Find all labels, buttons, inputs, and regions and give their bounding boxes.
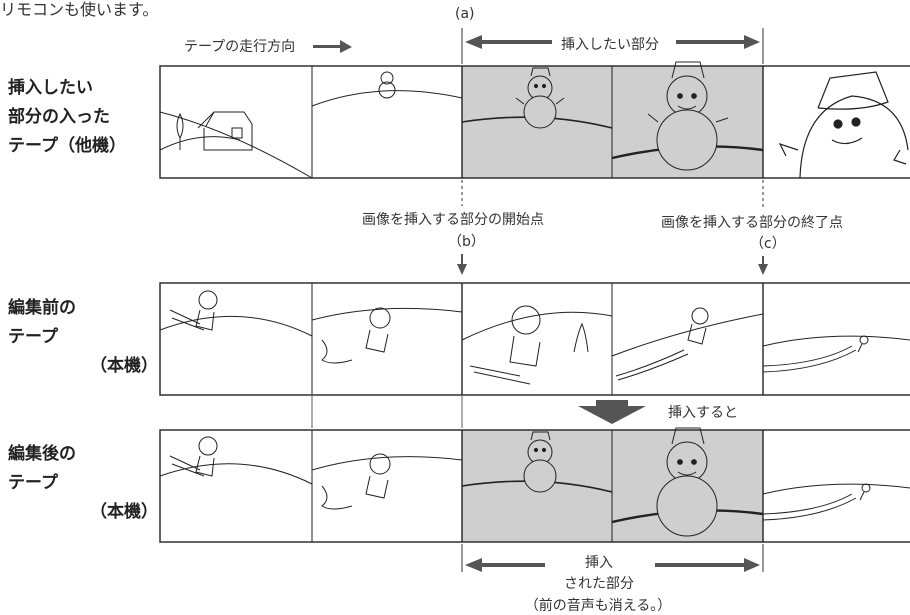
source-tape-label-line1: 挿入したい [8,78,93,98]
insert-span-arrow [461,28,764,64]
marker-c-arrow-icon [758,256,768,275]
source-tape-strip [159,61,910,179]
insert-section-label: 挿入したい部分 [557,34,663,54]
marker-a: (a) [455,6,475,22]
marker-b-arrow-icon [457,254,467,275]
after-insert-label: 挿入すると [668,405,738,421]
inserted-section-line3: （前の音声も消える。） [524,598,672,614]
inserted-section-line2: された部分 [564,576,634,592]
before-tape-label-line1: 編集前の [8,298,76,318]
insert-start-point-label: 画像を挿入する部分の開始点 [362,212,544,228]
after-tape-strip [159,427,910,543]
marker-b: （b） [448,234,485,250]
intro-text: リモコンも使います。 [0,0,159,19]
frame-snowman-large [778,71,909,179]
insert-down-arrow-icon [578,400,646,424]
before-tape-strip [159,282,910,396]
after-tape-label-line3: （本機） [90,502,158,522]
insert-end-point-label: 画像を挿入する部分の終了点 [661,215,843,231]
before-tape-label-line2: テープ [8,327,58,347]
marker-c: （c） [750,236,786,252]
before-tape-label-line3: （本機） [90,356,158,376]
before-frames [159,290,910,385]
frame-snowman-medium [611,61,764,171]
source-tape-label-line2: 部分の入った [8,107,110,127]
frame-house [159,111,313,179]
source-tape-label-line3: テープ（他機） [8,136,126,156]
source-tape-label: 挿入したい 部分の入った テープ（他機） [8,74,126,161]
after-tape-label: 編集後の テープ （本機） [8,440,158,527]
frame-snowman-small [461,67,613,129]
inserted-section-line1: 挿入 [585,555,613,571]
after-tape-label-line2: テープ [8,473,58,493]
after-tape-label-line1: 編集後の [8,444,76,464]
after-frames [159,427,910,537]
direction-arrow-icon [313,40,352,53]
tape-direction-label: テープの走行方向 [184,39,296,55]
before-tape-label: 編集前の テープ （本機） [8,294,158,381]
frame-hill-snowman [311,71,463,107]
inserted-span-arrow [461,544,764,572]
